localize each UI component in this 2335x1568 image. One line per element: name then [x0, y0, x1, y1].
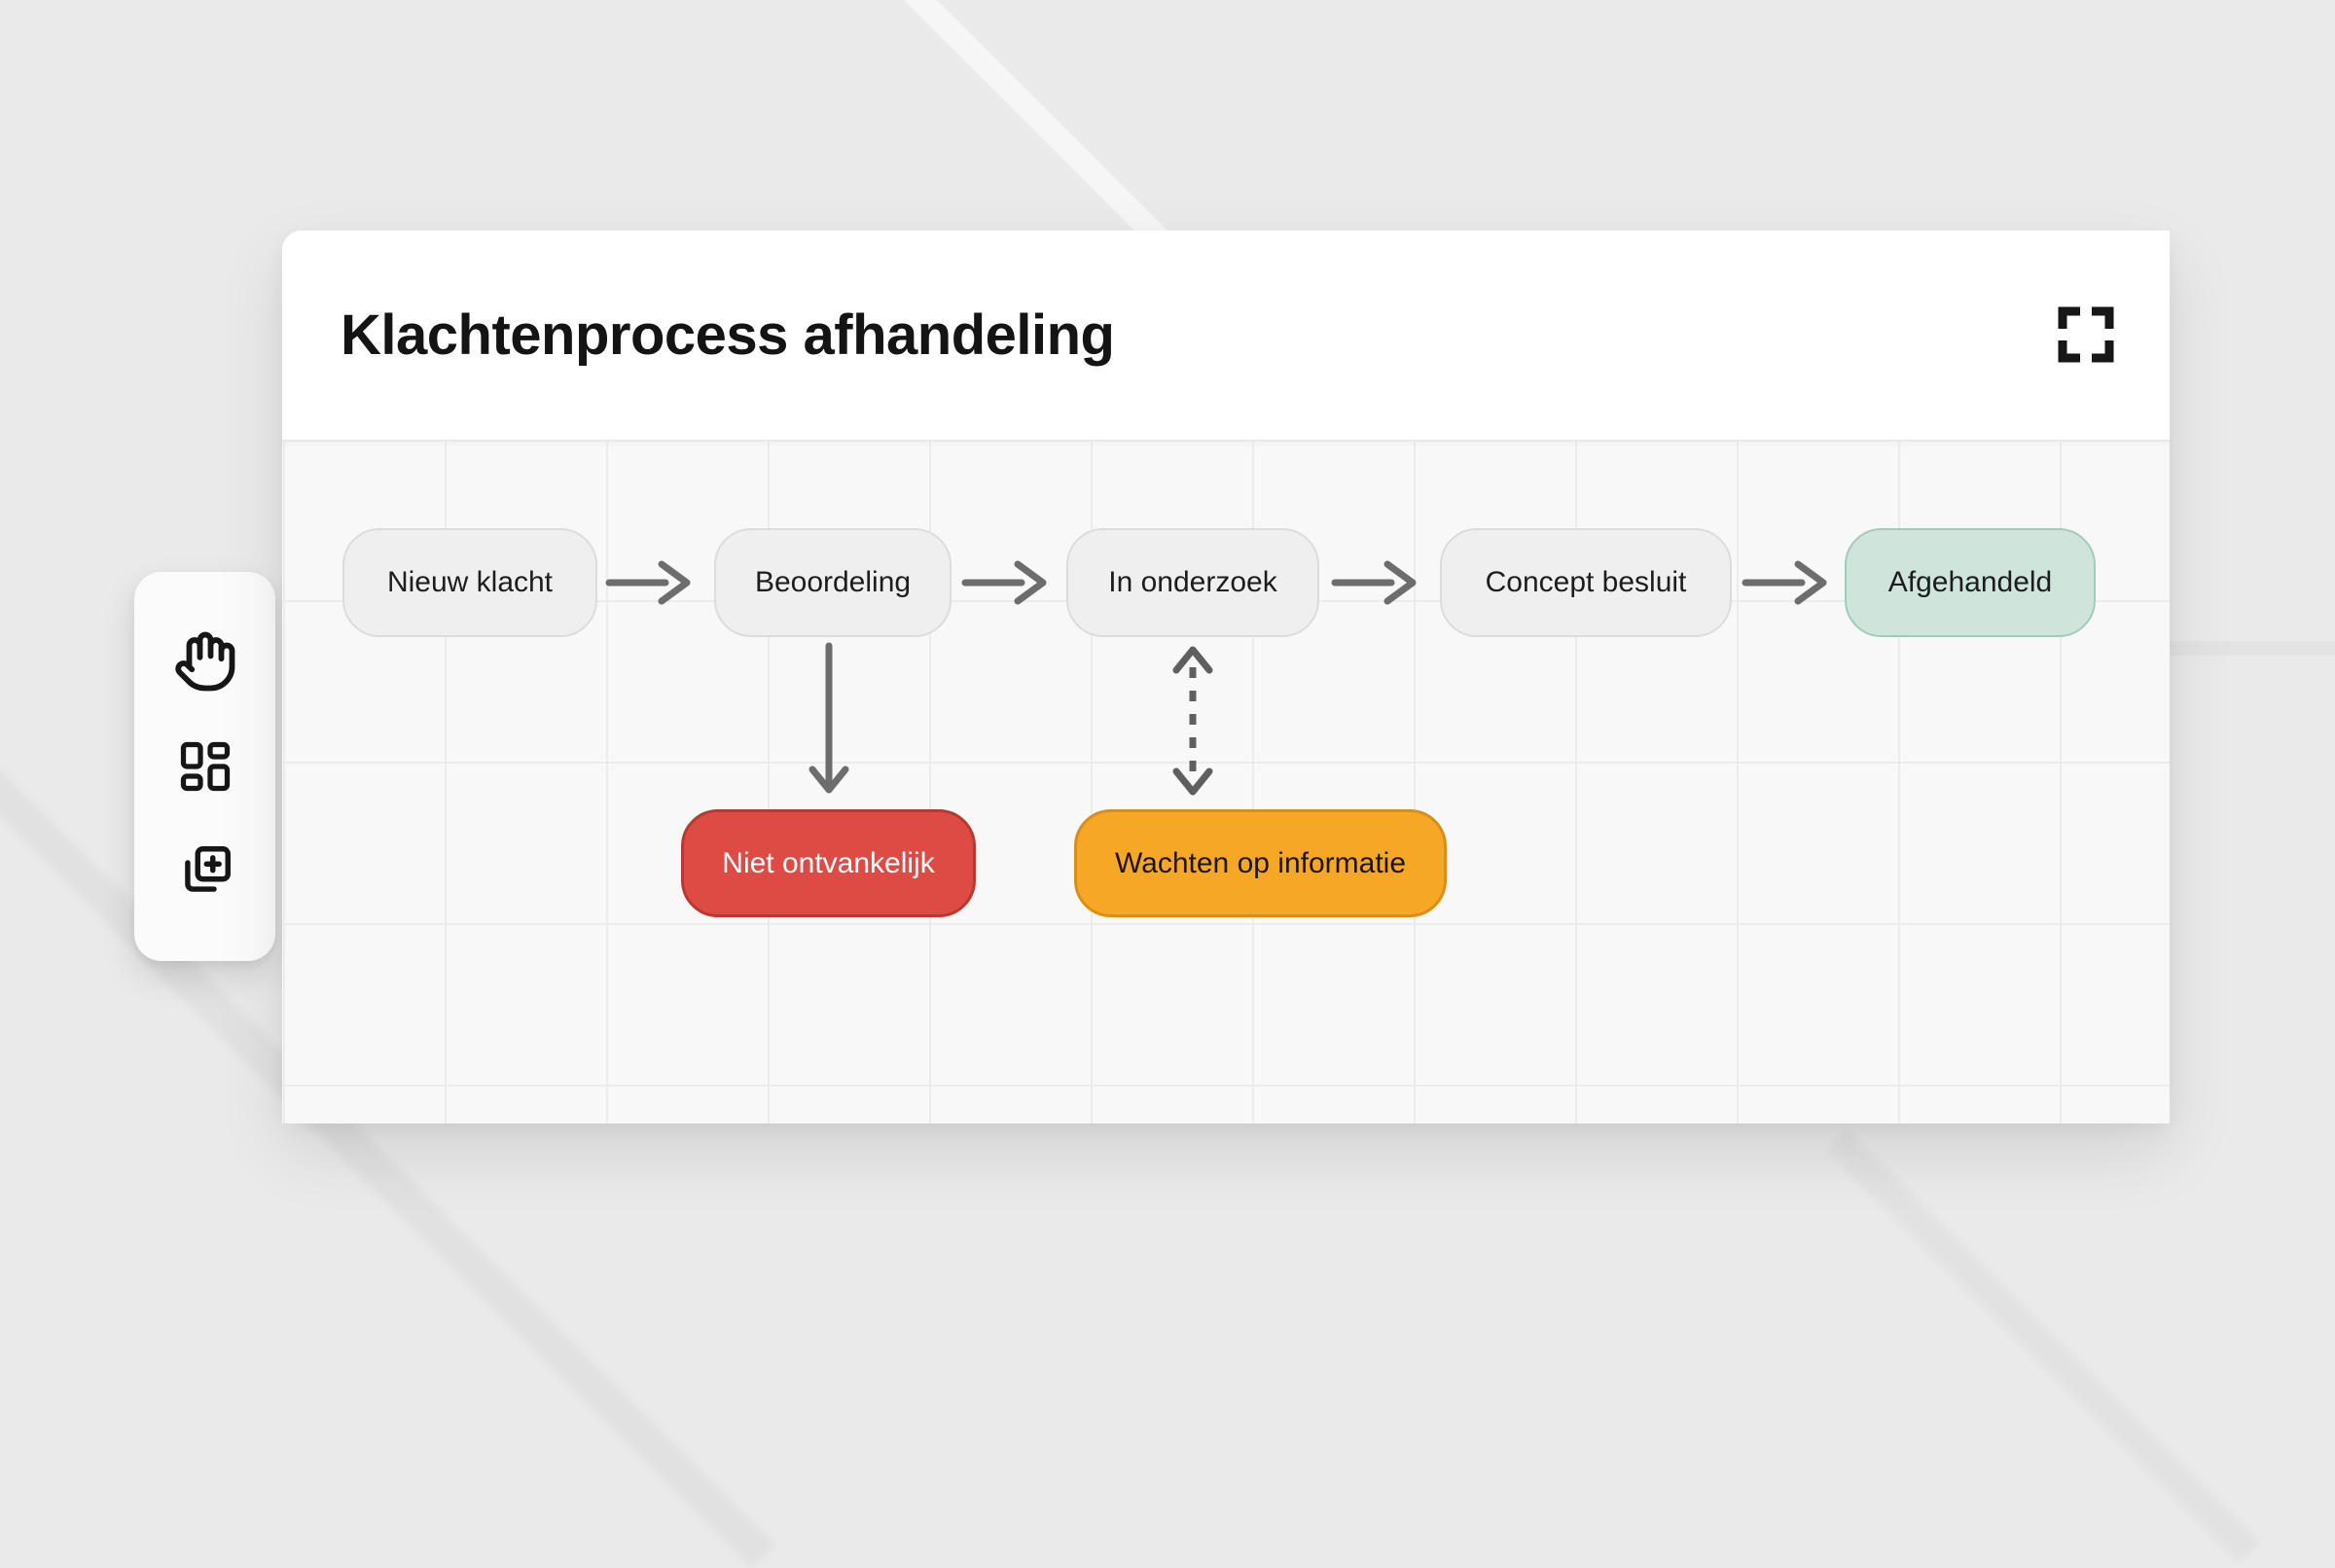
flow-node-in-onderzoek[interactable]: In onderzoek	[1066, 528, 1319, 637]
card-header: Klachtenprocess afhandeling	[282, 231, 2170, 440]
flow-node-beoordeling[interactable]: Beoordeling	[714, 528, 952, 637]
flow-node-concept-besluit[interactable]: Concept besluit	[1440, 528, 1732, 637]
page-title: Klachtenprocess afhandeling	[341, 303, 1115, 367]
arrow-right-icon	[605, 555, 693, 615]
floating-toolbar	[134, 572, 275, 961]
node-label: Beoordeling	[754, 566, 912, 598]
node-label: Wachten op informatie	[1114, 846, 1407, 879]
pan-tool-button[interactable]	[173, 629, 237, 694]
arrow-right-icon	[961, 555, 1049, 615]
arrow-down-icon	[808, 642, 850, 802]
diagram-card: Klachtenprocess afhandeling Nieuw klacht…	[282, 231, 2170, 1123]
layout-tool-button[interactable]	[173, 734, 237, 799]
flow-node-nieuw-klacht[interactable]: Nieuw klacht	[342, 528, 597, 637]
node-label: Nieuw klacht	[386, 566, 554, 598]
background-band	[2170, 641, 2335, 656]
fullscreen-expand-icon	[2051, 300, 2121, 370]
flow-node-niet-ontvankelijk[interactable]: Niet ontvankelijk	[681, 809, 976, 917]
node-label: In onderzoek	[1108, 566, 1277, 598]
arrow-right-icon	[1742, 555, 1829, 615]
flow-node-wachten-op-informatie[interactable]: Wachten op informatie	[1074, 809, 1447, 917]
layout-dashboard-icon	[176, 737, 234, 796]
background-diagonal-stripe	[1826, 1129, 2259, 1562]
node-label: Niet ontvankelijk	[722, 846, 935, 879]
diagram-canvas[interactable]: Nieuw klacht Beoordeling In onderzoek Co…	[282, 440, 2170, 1123]
duplicate-plus-icon	[175, 841, 235, 902]
arrow-right-icon	[1331, 555, 1419, 615]
flow-node-afgehandeld[interactable]: Afgehandeld	[1845, 528, 2096, 637]
arrow-up-down-dashed-icon	[1171, 644, 1214, 802]
node-label: Concept besluit	[1485, 566, 1687, 598]
hand-icon	[173, 629, 237, 694]
fullscreen-button[interactable]	[2051, 300, 2121, 370]
add-duplicate-tool-button[interactable]	[173, 839, 237, 904]
node-label: Afgehandeld	[1887, 566, 2053, 598]
